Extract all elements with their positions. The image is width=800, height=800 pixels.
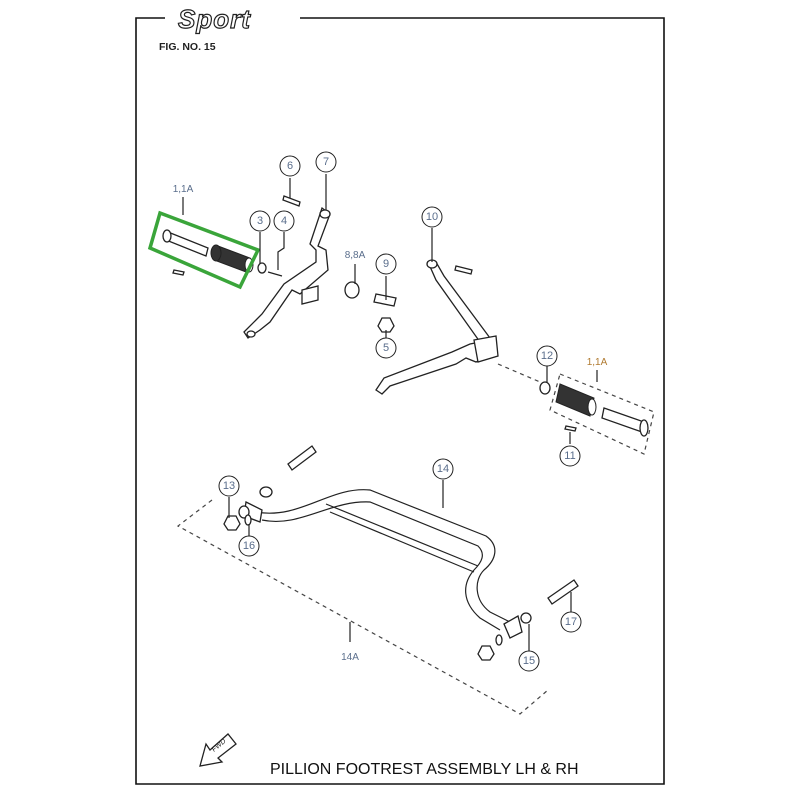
nut-lower [477,645,495,661]
svg-text:7: 7 [323,156,329,168]
bolt-upper [287,445,317,471]
svg-text:13: 13 [223,480,235,492]
spacer-9 [373,293,397,307]
bush-8 [344,281,360,299]
svg-text:10: 10 [426,211,438,223]
callout-17: 17 [560,611,582,633]
callout-12: 12 [536,345,558,367]
split-pin-4 [267,271,283,277]
svg-text:6: 6 [287,160,293,172]
svg-text:16: 16 [243,540,255,552]
lh-small-pin [172,269,185,276]
bolt-17 [547,579,579,605]
rh-rubber-grip [555,383,595,417]
callout-6: 6 [279,155,301,177]
nut-13 [223,515,241,531]
callout-7: 7 [315,151,337,173]
callout-4: 4 [273,210,295,232]
callout-14a: 14A [341,652,359,663]
washer-3 [257,262,267,274]
callout-5: 5 [375,337,397,359]
highlight-box [147,210,261,290]
lh-bracket [243,206,331,339]
callout-8-8a: 8,8A [345,250,366,261]
callout-9: 9 [375,253,397,275]
brand-logo: Sport [178,4,251,34]
diagram-title: PILLION FOOTREST ASSEMBLY LH & RH [270,761,579,778]
svg-text:9: 9 [383,258,389,270]
svg-text:3: 3 [257,215,263,227]
assembly-outline-14a [176,499,549,715]
svg-text:5: 5 [383,342,389,354]
callout-16: 16 [238,535,260,557]
callout-15: 15 [518,650,540,672]
bolt-6 [282,195,301,207]
callout-1-1a-lh: 1,1A [173,184,194,195]
svg-text:14: 14 [437,463,449,475]
lh-footrest-group [147,210,283,290]
callout-3: 3 [249,210,271,232]
rh-bracket [375,259,499,395]
lh-pin [162,229,209,257]
svg-text:15: 15 [523,655,535,667]
forward-arrow-icon: FWD [199,733,237,767]
nut-5 [377,317,395,333]
washer-16 [244,514,252,526]
callout-14: 14 [432,458,454,480]
svg-text:12: 12 [541,350,553,362]
lh-rubber-grip [210,244,254,273]
callout-13: 13 [218,475,240,497]
svg-text:11: 11 [564,450,575,462]
grab-rail [238,486,532,639]
svg-text:17: 17 [565,616,577,628]
page-frame [135,17,665,785]
figure-number: FIG. NO. 15 [159,41,216,53]
rh-footrest-group [497,363,655,455]
callout-10: 10 [421,206,443,228]
callout-11: 11 [559,445,581,467]
washer-12 [539,381,551,395]
svg-text:4: 4 [281,215,287,227]
rh-pin [601,407,645,433]
callout-1-1a-rh: 1,1A [587,357,608,368]
